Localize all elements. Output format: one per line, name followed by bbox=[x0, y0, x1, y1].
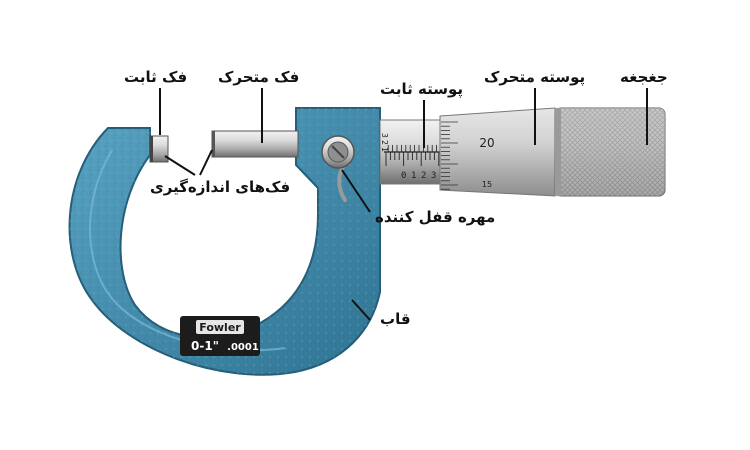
label-frame: قاب bbox=[380, 310, 411, 328]
leader-lines bbox=[159, 88, 648, 321]
label-fixed-jaw: فک ثابت bbox=[124, 68, 188, 86]
sleeve-top-number: 2 bbox=[380, 140, 389, 145]
label-moving-sleeve: پوسته متحرک bbox=[484, 68, 586, 86]
thimble: 20 15 bbox=[439, 107, 556, 197]
ratchet bbox=[554, 107, 666, 197]
thimble-ticks bbox=[441, 121, 458, 190]
leader-faces-1 bbox=[164, 155, 196, 176]
label-lock-nut: مهره قفل کننده bbox=[375, 208, 496, 226]
sleeve-top-number: 1 bbox=[380, 147, 389, 152]
label-fixed-sleeve: پوسته ثابت bbox=[380, 80, 464, 98]
sleeve-scale-numbers: 0 1 2 3 bbox=[401, 171, 436, 181]
spindle bbox=[211, 130, 299, 158]
sleeve-number: 2 bbox=[421, 171, 426, 181]
brand-name: Fowler bbox=[199, 321, 241, 334]
label-moving-jaw: فک متحرک bbox=[218, 68, 300, 86]
thimble-number: 15 bbox=[482, 180, 492, 189]
leader-faces-2 bbox=[199, 149, 213, 176]
sleeve-top-numbers: 3 2 1 bbox=[380, 133, 389, 152]
range-label: 0-1" bbox=[191, 339, 219, 353]
sleeve: 0 1 2 3 3 2 1 bbox=[379, 119, 451, 185]
sleeve-number: 0 bbox=[401, 171, 406, 181]
sleeve-number: 3 bbox=[431, 171, 436, 181]
sleeve-number: 1 bbox=[411, 171, 416, 181]
label-measuring-faces: فک‌های اندازه‌گیری bbox=[150, 178, 291, 196]
anvil bbox=[149, 135, 169, 163]
leader-frame bbox=[351, 299, 371, 321]
label-ratchet: جغجغه bbox=[620, 68, 668, 86]
leader-lock-nut bbox=[341, 169, 371, 213]
thimble-number: 20 bbox=[479, 136, 494, 150]
resolution-label: .0001 bbox=[227, 342, 259, 353]
sleeve-top-number: 3 bbox=[380, 133, 389, 138]
brand-plate: Fowler 0-1" .0001 bbox=[180, 316, 260, 356]
lock-nut bbox=[321, 135, 355, 202]
